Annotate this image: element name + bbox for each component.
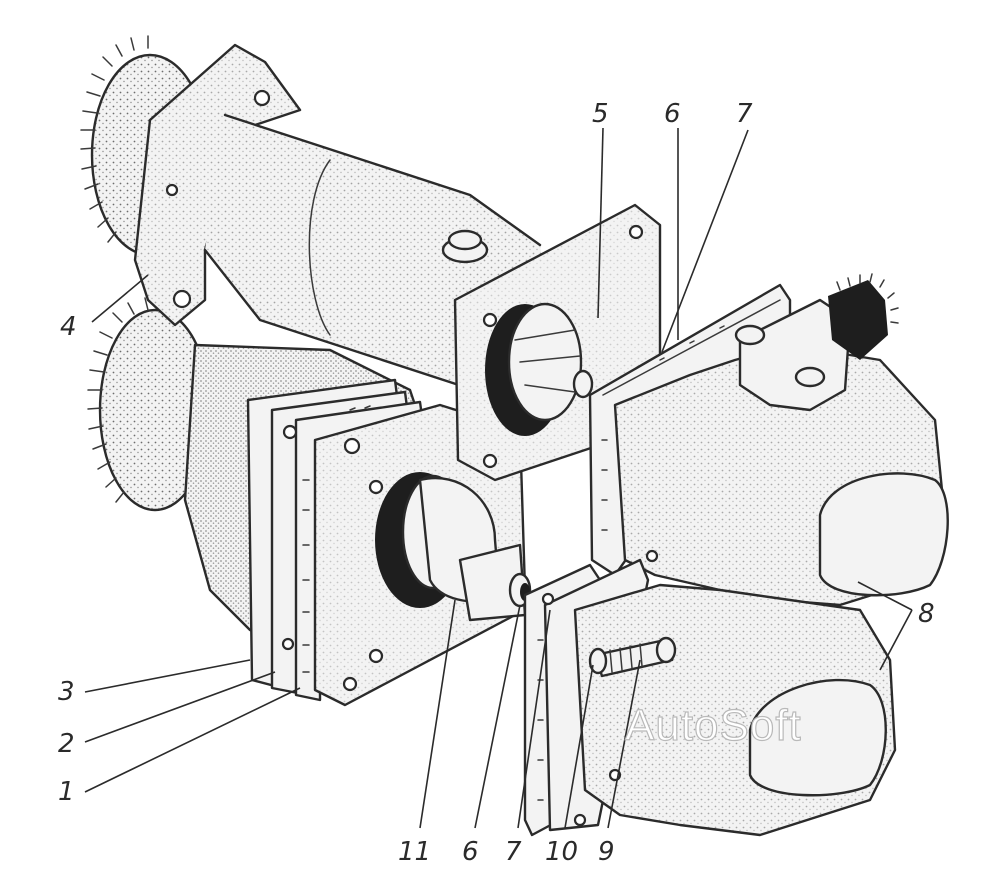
lower-drive-gear [87, 297, 212, 512]
gasket-stack [246, 378, 427, 702]
callout-6-top: 6 [664, 99, 681, 129]
callout-10: 10 [545, 837, 578, 867]
callout-5: 5 [592, 99, 609, 129]
watermark-logo: AutoSoft [625, 701, 802, 750]
callout-7-bottom: 7 [505, 837, 522, 867]
callout-1: 1 [58, 777, 75, 807]
callout-4: 4 [60, 312, 77, 342]
callout-6-bottom: 6 [462, 837, 479, 867]
leader-lines [84, 127, 913, 829]
callout-3: 3 [58, 677, 75, 707]
lower-rotor-shaft [375, 472, 532, 622]
lower-section-housing [573, 583, 897, 837]
callout-8: 8 [918, 599, 935, 629]
callout-9: 9 [598, 837, 615, 867]
callout-7-top: 7 [736, 99, 753, 129]
callout-2: 2 [58, 729, 75, 759]
callout-labels: 3 2 1 4 5 6 7 8 11 6 7 10 9 [58, 99, 935, 867]
upper-section-housing [613, 273, 949, 607]
callout-11: 11 [398, 837, 431, 867]
